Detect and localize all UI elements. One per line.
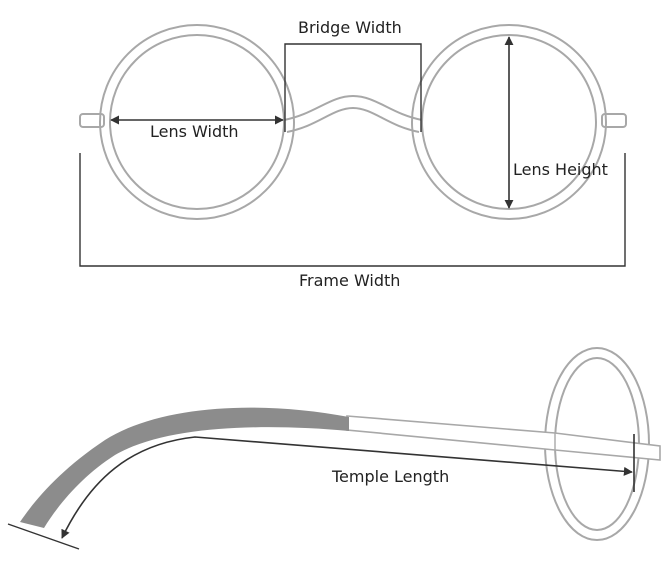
left-hinge [79, 113, 105, 128]
frame-width-bracket [79, 153, 626, 267]
left-lens-rim [99, 24, 295, 220]
temple-length-arrow [61, 436, 633, 539]
temple-tip [20, 407, 349, 528]
bridge-width-label: Bridge Width [298, 18, 402, 37]
bridge-width-bracket [284, 43, 422, 132]
bridge [283, 94, 423, 133]
right-hinge [601, 113, 627, 128]
front-dimensions [79, 36, 626, 267]
lens-width-label: Lens Width [150, 122, 239, 141]
side-dimensions [7, 436, 633, 550]
lens-height-label: Lens Height [513, 160, 608, 179]
temple-length-label: Temple Length [332, 467, 450, 486]
right-lens-rim [411, 24, 607, 220]
front-view [79, 24, 627, 220]
temple-end-mark [7, 523, 80, 550]
frame-width-label: Frame Width [299, 271, 401, 290]
side-view [20, 347, 661, 541]
